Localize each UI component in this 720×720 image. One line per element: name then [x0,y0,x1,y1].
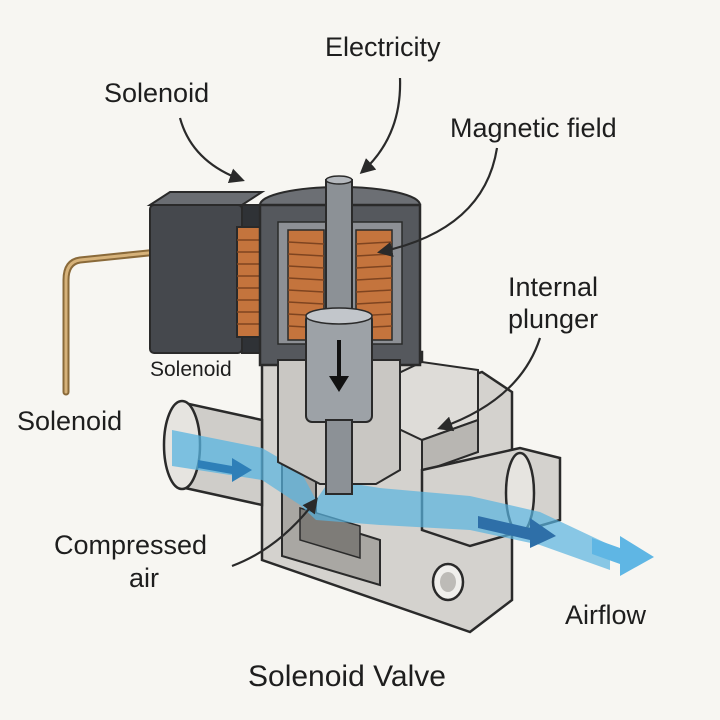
diagram-title: Solenoid Valve [248,660,446,693]
label-internal-plunger-line2: plunger [508,304,599,334]
label-compressed-air-line2: air [129,563,160,593]
power-wire [62,248,162,396]
label-solenoid-body: Solenoid [150,358,232,381]
label-magnetic-field: Magnetic field [450,113,617,143]
down-arrow-icon [329,340,349,392]
callout-arrow-icon [178,77,542,568]
label-compressed-air-line1: Compressed [54,530,208,560]
label-internal-plunger-line1: Internal [508,272,599,302]
flow-arrow-icon [198,458,654,576]
label-solenoid-top: Solenoid [104,78,210,108]
air-channel [262,448,610,570]
label-electricity: Electricity [325,32,441,62]
inlet-pipe [162,399,264,507]
label-solenoid-left: Solenoid [17,406,123,436]
label-airflow: Airflow [565,600,647,630]
